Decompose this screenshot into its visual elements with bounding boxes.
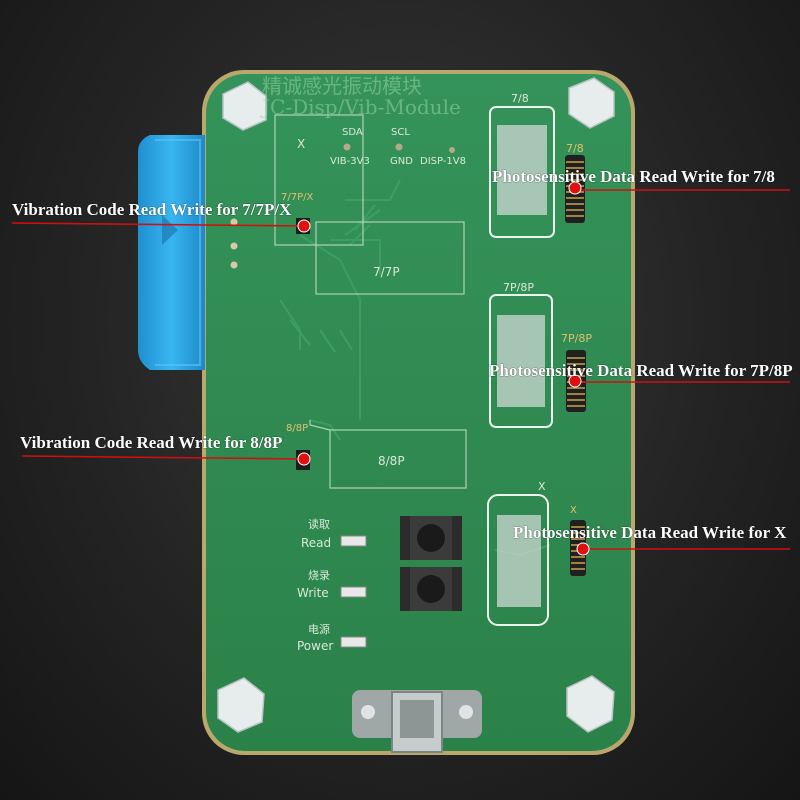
chip-label-88p: 8/8P	[378, 454, 405, 468]
led-write	[340, 586, 367, 598]
callout-photo-7p8p: Photosensitive Data Read Write for 7P/8P	[489, 361, 793, 380]
label-x-top: X	[297, 137, 306, 151]
callout-vib-88p: Vibration Code Read Write for 8/8P	[20, 433, 283, 452]
read-label-cn: 读取	[308, 518, 330, 531]
board-title-en: JC-Disp/Vib-Module	[262, 95, 461, 119]
callout-dot-vib-88p	[297, 452, 311, 466]
led-read	[340, 535, 367, 547]
mount-nut-top-left	[222, 81, 267, 131]
callout-photo-78: Photosensitive Data Read Write for 7/8	[492, 167, 775, 186]
label-78: 7/8	[511, 92, 529, 105]
callout-dot-photo-x	[576, 542, 590, 556]
label-78-connector: 7/8	[566, 142, 584, 155]
power-label-cn: 电源	[308, 623, 330, 636]
label-77px-silk: 7/7P/X	[281, 192, 314, 203]
callout-line-vib-88p	[21, 455, 305, 460]
phone-outline-x	[487, 494, 549, 626]
callout-photo-x: Photosensitive Data Read Write for X	[513, 523, 787, 542]
pin-label-sda: SDA	[342, 127, 363, 138]
tact-button-read	[400, 516, 462, 560]
mount-nut-bottom-left	[217, 677, 265, 733]
label-x-connector: X	[570, 505, 577, 516]
power-label-en: Power	[297, 639, 334, 653]
callout-vib-77px: Vibration Code Read Write for 7/7P/X	[12, 200, 292, 219]
callout-dot-photo-78	[568, 181, 582, 195]
callout-dot-photo-7p8p	[568, 374, 582, 388]
pin-label-gnd: GND	[390, 156, 413, 167]
callout-dot-vib-77px	[297, 219, 311, 233]
write-label-en: Write	[297, 586, 329, 600]
board-title-cn: 精诚感光振动模块	[262, 74, 422, 98]
write-label-cn: 烧录	[308, 569, 330, 582]
callout-line-vib-77px	[11, 222, 305, 227]
phone-outline-7p8p	[489, 294, 553, 428]
pin-label-scl: SCL	[391, 127, 410, 138]
label-7p8p: 7P/8P	[503, 281, 534, 294]
chip-label-77p: 7/7P	[373, 265, 400, 279]
label-88p-silk: 8/8P	[286, 423, 309, 434]
mount-nut-bottom-right	[566, 675, 615, 733]
phone-outline-78	[489, 106, 555, 238]
read-label-en: Read	[301, 536, 332, 550]
mount-nut-top-right	[568, 77, 615, 129]
led-power	[340, 636, 367, 648]
pin-label-disp: DISP-1V8	[420, 156, 466, 167]
blue-clip	[138, 135, 205, 370]
pin-label-vib: VIB-3V3	[330, 156, 370, 167]
label-x-right: X	[538, 480, 546, 493]
tact-button-write	[400, 567, 462, 611]
label-7p8p-connector: 7P/8P	[561, 332, 592, 345]
